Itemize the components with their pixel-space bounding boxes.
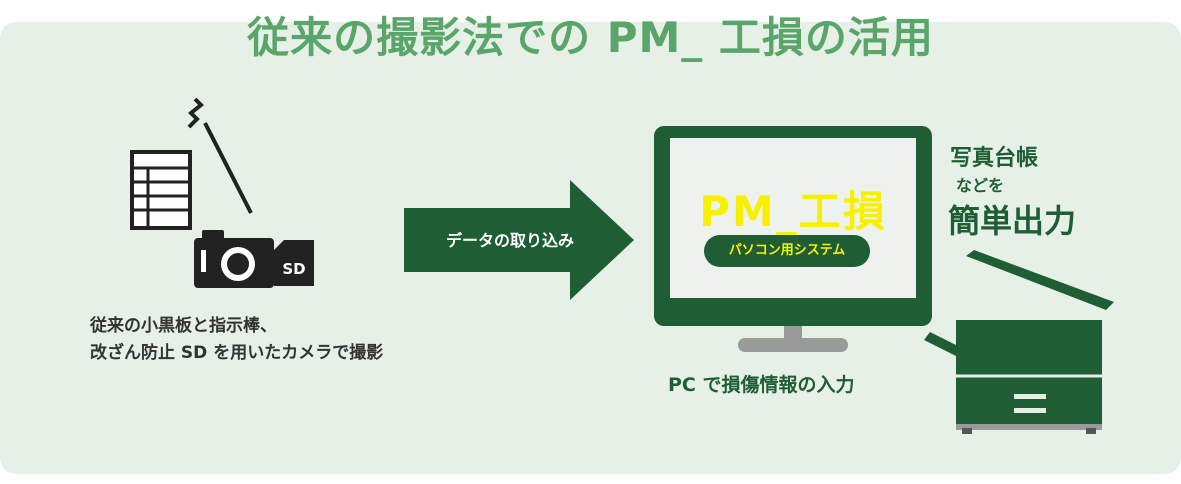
data-import-arrow	[404, 180, 634, 300]
printer-icon	[924, 250, 1114, 434]
output-line-3: 簡単出力	[948, 202, 1077, 240]
sd-label: SD	[282, 260, 306, 278]
sd-card-icon: SD	[272, 238, 316, 288]
pointer-stick-icon	[187, 97, 253, 214]
pm-system-badge: パソコン用システム	[704, 235, 870, 267]
page-title: 従来の撮影法での PM_ 工損の活用	[247, 13, 934, 62]
output-line-1: 写真台帳	[950, 146, 1039, 171]
arrow-label: データの取り込み	[445, 231, 574, 250]
pc-monitor-icon	[654, 126, 932, 352]
camera-icon	[194, 230, 274, 288]
pm-logo: PM_工損	[699, 187, 887, 236]
output-line-2: などを	[956, 176, 1005, 195]
camera-caption: 従来の小黒板と指示棒、 改ざん防止 SD を用いたカメラで撮影	[90, 313, 383, 367]
caption-line-2: 改ざん防止 SD を用いたカメラで撮影	[90, 343, 384, 363]
pc-caption: PC で損傷情報の入力	[668, 374, 855, 396]
blackboard-icon	[130, 150, 192, 230]
caption-line-1: 従来の小黒板と指示棒、	[90, 316, 277, 336]
